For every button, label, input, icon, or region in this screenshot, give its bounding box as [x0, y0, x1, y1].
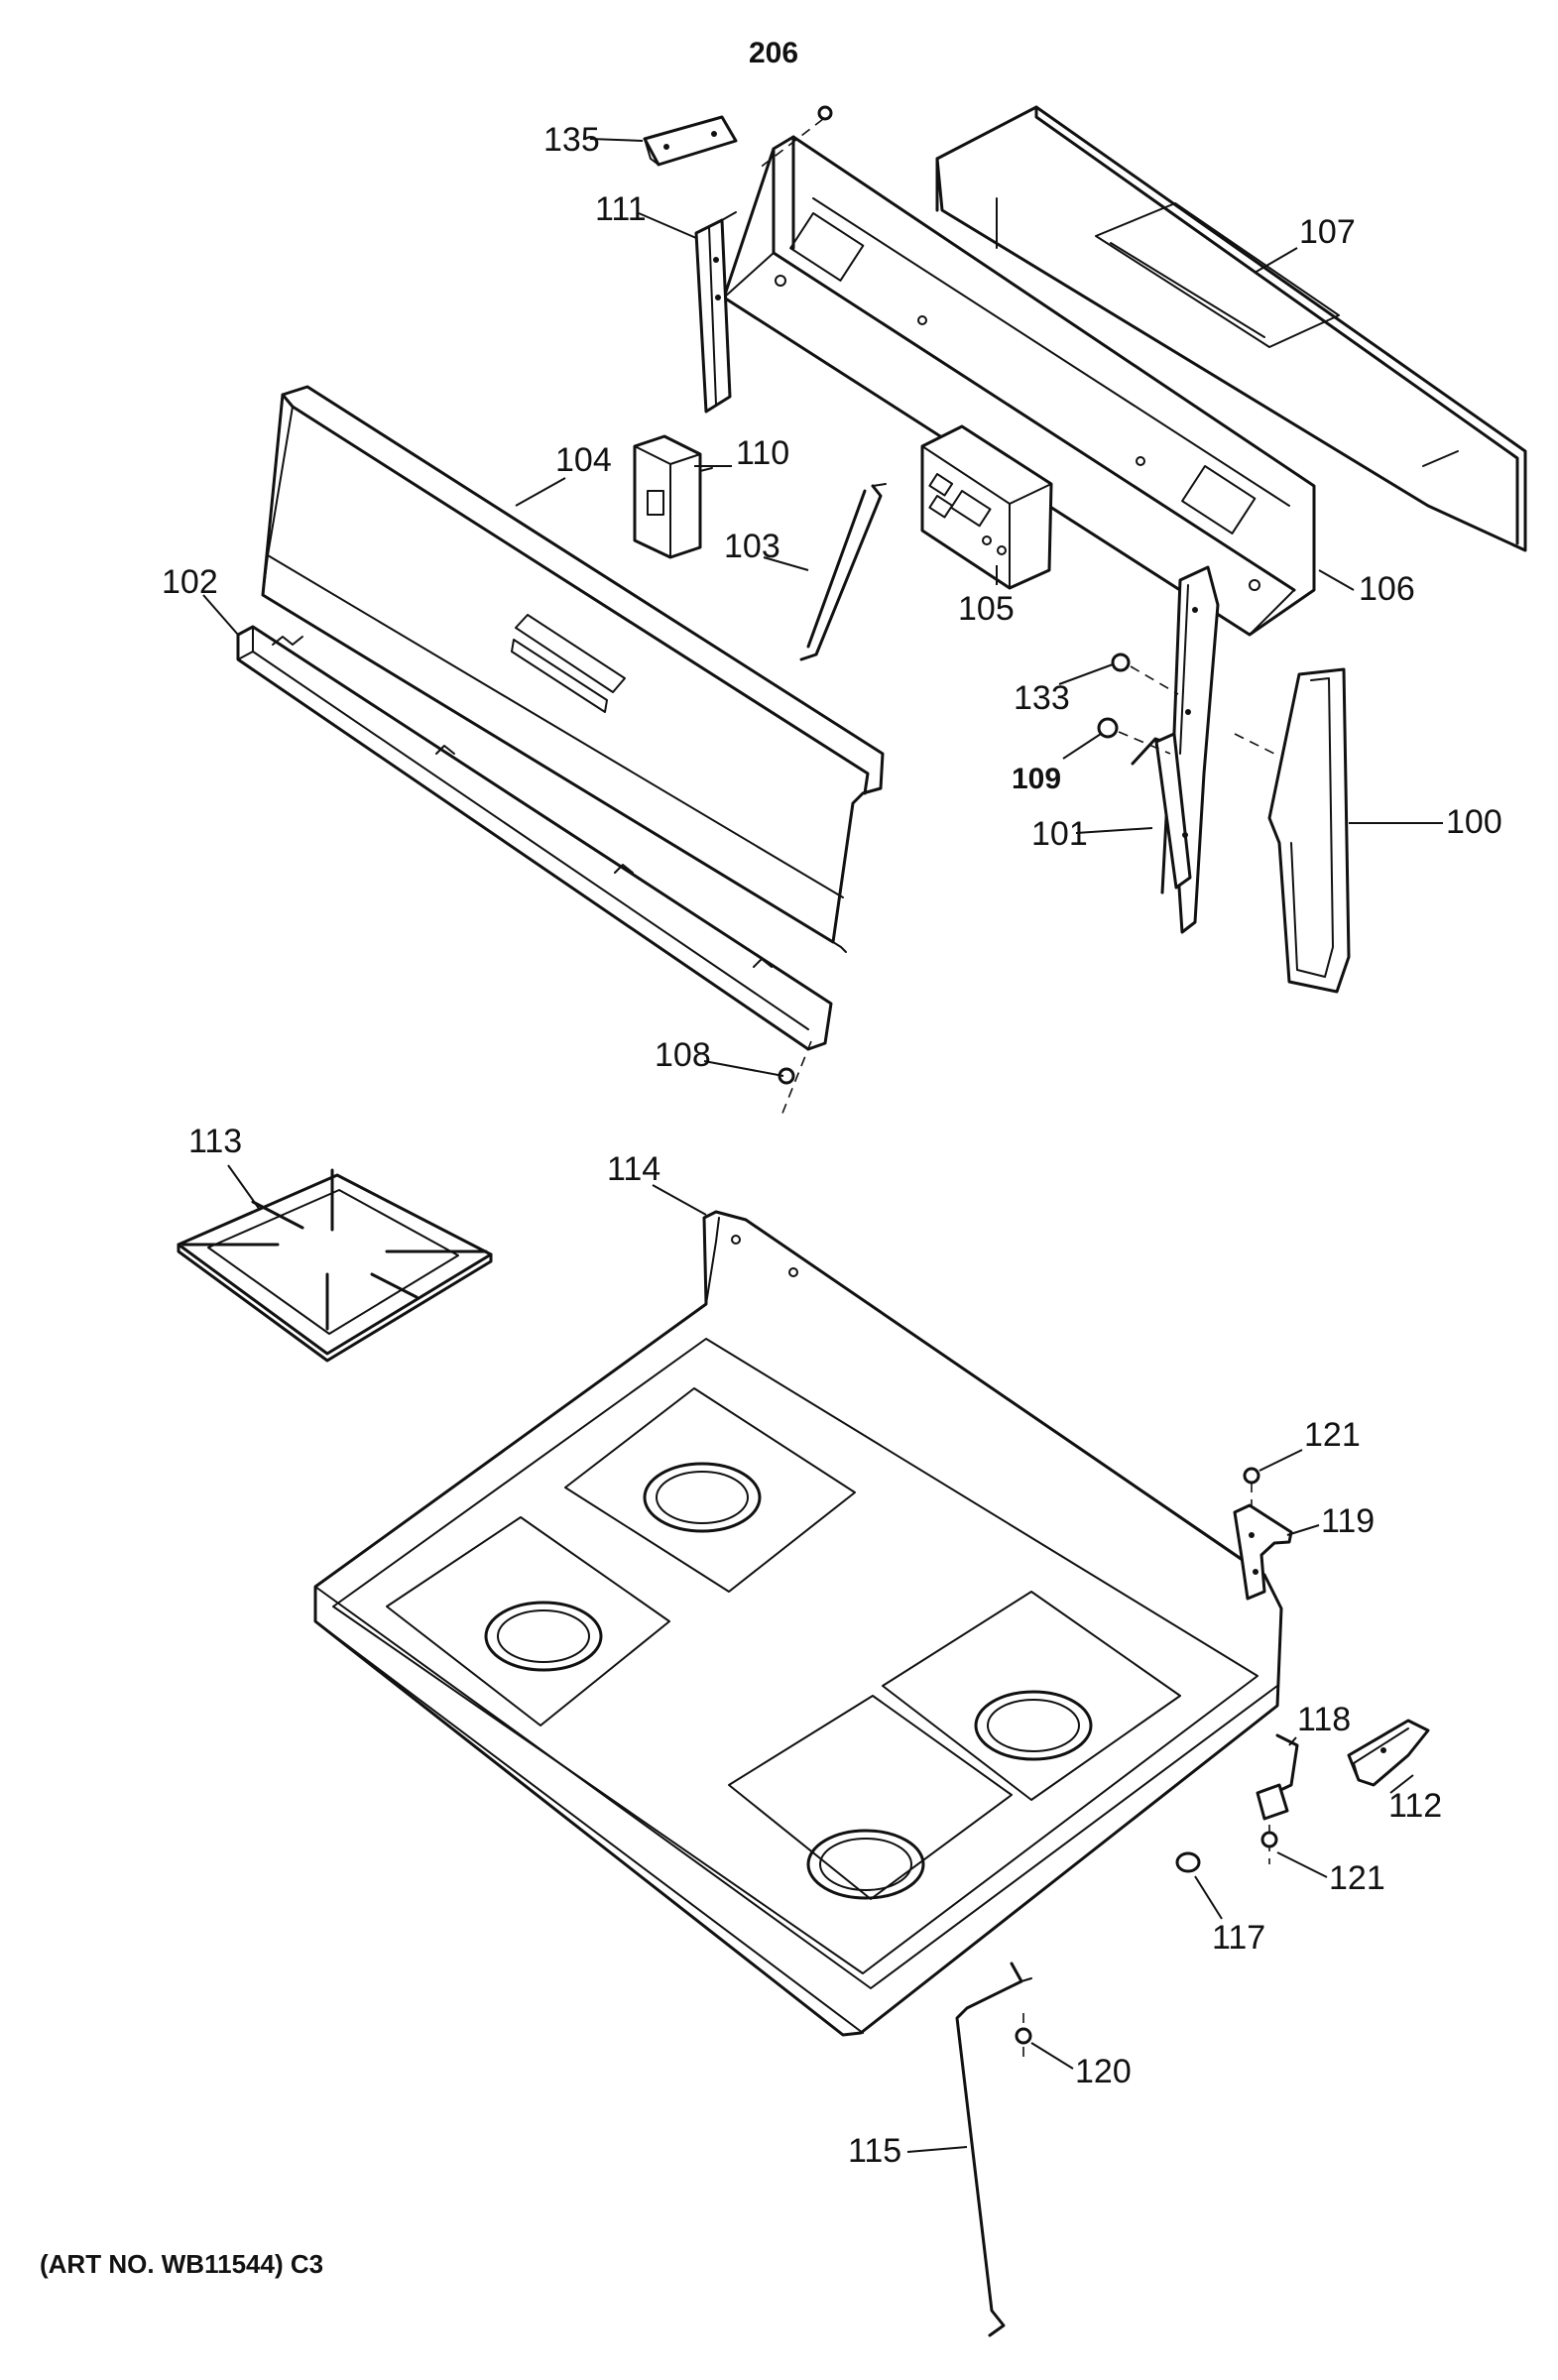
- part-100-side-trim: [1234, 667, 1351, 994]
- callout-105: 105: [958, 590, 1015, 628]
- callout-110: 110: [736, 434, 789, 472]
- part-111-side-bracket: [694, 211, 737, 414]
- part-115-rod: [955, 1962, 1032, 2337]
- part-107-vent-trim: [935, 105, 1527, 552]
- callout-206: 206: [749, 37, 798, 69]
- part-109-nut: [1097, 717, 1171, 755]
- callout-102: 102: [162, 563, 218, 601]
- callout-104: 104: [555, 441, 612, 479]
- callout-118: 118: [1297, 1701, 1351, 1738]
- callout-120: 120: [1075, 2053, 1132, 2090]
- part-206-screw: [758, 105, 833, 170]
- callout-100: 100: [1446, 803, 1502, 841]
- callout-109: 109: [1012, 763, 1061, 795]
- part-119-hinge: [1233, 1503, 1293, 1601]
- part-112-bracket: [1347, 1719, 1430, 1787]
- callout-135: 135: [543, 121, 600, 159]
- part-110-switch: [633, 434, 713, 559]
- callout-119: 119: [1321, 1502, 1375, 1540]
- callout-107: 107: [1299, 213, 1356, 251]
- callout-106: 106: [1359, 570, 1415, 608]
- callout-103: 103: [724, 528, 780, 565]
- part-118-hinge: [1256, 1733, 1299, 1821]
- part-104-control-panel: [261, 385, 885, 953]
- callout-111: 111: [595, 190, 647, 228]
- part-133-nut: [1111, 653, 1179, 695]
- part-106-backsplash: [722, 135, 1316, 637]
- part-121-screw-lower: [1260, 1825, 1278, 1864]
- part-120-screw: [1015, 2013, 1032, 2063]
- part-135-bracket: [643, 115, 738, 167]
- callout-115: 115: [848, 2132, 901, 2170]
- callout-101: 101: [1031, 815, 1088, 853]
- callout-labels: 206 135 111 107 110 104 103 102 105 106 …: [162, 37, 1502, 2170]
- part-121-screw-upper: [1243, 1467, 1260, 1507]
- callout-114: 114: [607, 1150, 660, 1188]
- callout-117: 117: [1212, 1919, 1265, 1957]
- callout-121-upper: 121: [1304, 1416, 1361, 1454]
- callout-133: 133: [1014, 679, 1070, 717]
- part-108-screw: [778, 1040, 812, 1117]
- part-114-cooktop: [313, 1210, 1283, 2037]
- art-number-note: (ART NO. WB11544) C3: [40, 2249, 324, 2279]
- leader-lines: [202, 138, 1443, 2153]
- part-117-nut: [1175, 1851, 1201, 1873]
- part-103-strap: [799, 483, 887, 661]
- part-102-trim-rail: [236, 625, 833, 1051]
- part-113-burner-grate: [177, 1168, 493, 1363]
- callout-112: 112: [1388, 1787, 1442, 1825]
- callout-108: 108: [655, 1036, 711, 1074]
- callout-121-lower: 121: [1329, 1859, 1385, 1897]
- part-105-clock-timer: [920, 424, 1053, 590]
- part-101-mounting-bracket: [1131, 565, 1220, 934]
- callout-113: 113: [188, 1123, 242, 1160]
